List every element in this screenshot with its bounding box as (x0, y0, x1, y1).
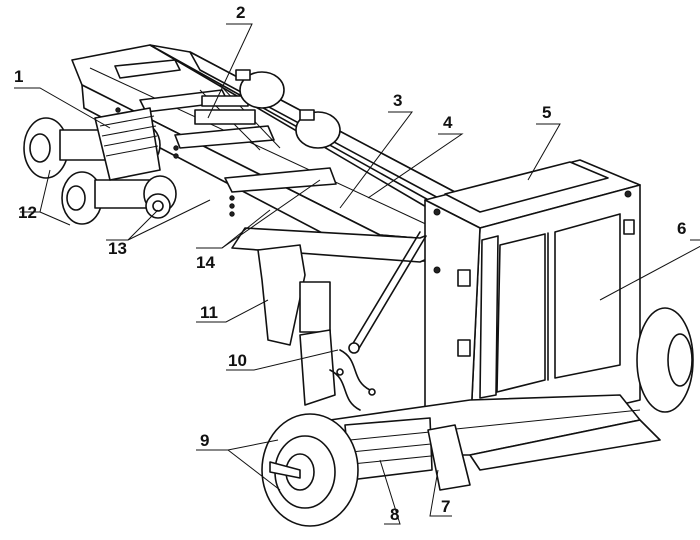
radiator (424, 159, 641, 441)
frame-holes (115, 107, 235, 217)
label-4: 4 (443, 113, 453, 132)
label-12: 12 (18, 203, 37, 222)
label-11: 11 (200, 303, 218, 322)
rear-axles-far-side (235, 69, 341, 149)
front-spring-bracket (427, 424, 471, 491)
label-3: 3 (393, 91, 402, 110)
callout-labels: 1 2 3 4 5 6 7 8 9 10 11 12 13 14 (14, 3, 686, 524)
label-13: 13 (108, 239, 127, 258)
steering-linkage (329, 231, 427, 411)
label-8: 8 (390, 505, 399, 524)
label-5: 5 (542, 103, 551, 122)
label-2: 2 (236, 3, 245, 22)
label-7: 7 (441, 497, 450, 516)
label-1: 1 (14, 67, 23, 86)
label-14: 14 (196, 253, 215, 272)
balancer-unit (145, 193, 171, 219)
rear-spring-pack (94, 107, 161, 181)
label-9: 9 (200, 431, 209, 450)
front-right-hub (636, 307, 694, 413)
frame-crossmembers (114, 59, 337, 193)
label-6: 6 (677, 219, 686, 238)
front-brake-drum (261, 413, 359, 527)
shock-bracket (257, 244, 336, 406)
label-10: 10 (228, 351, 247, 370)
leader-lines (14, 23, 700, 525)
